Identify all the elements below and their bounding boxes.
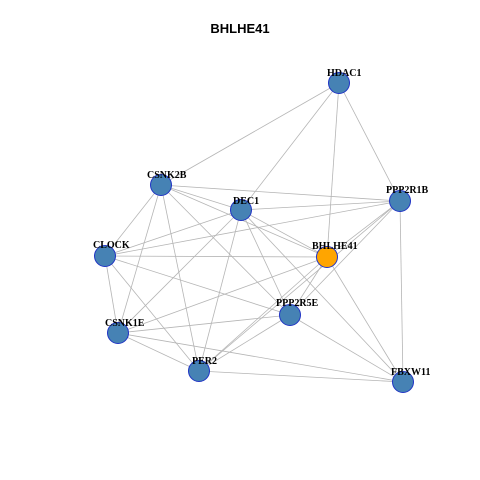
node-clock <box>94 245 116 267</box>
edge-bhlhe41-fbxw11 <box>326 256 404 383</box>
edge-ppp2r1b-clock <box>104 200 401 257</box>
edge-hdac1-ppp2r1b <box>338 82 401 202</box>
edge-csnk2b-bhlhe41 <box>160 184 328 258</box>
node-per2 <box>188 360 210 382</box>
edge-ppp2r1b-bhlhe41 <box>326 200 401 258</box>
edge-dec1-ppp2r1b <box>240 200 401 211</box>
node-label-ppp2r1b: PPP2R1B <box>386 185 429 196</box>
node-label-clock: CLOCK <box>93 240 130 251</box>
edge-ppp2r1b-per2 <box>198 200 401 372</box>
edge-bhlhe41-ppp2r5e <box>289 256 328 316</box>
edge-csnk2b-ppp2r1b <box>160 184 401 202</box>
node-ppp2r1b <box>389 190 411 212</box>
edge-ppp2r5e-csnk1e <box>117 314 291 334</box>
edge-clock-bhlhe41 <box>104 255 328 258</box>
edge-ppp2r1b-ppp2r5e <box>289 200 401 316</box>
edge-dec1-clock <box>104 209 242 257</box>
edge-csnk2b-per2 <box>160 184 200 372</box>
edge-dec1-per2 <box>198 209 242 372</box>
node-ppp2r5e <box>279 304 301 326</box>
edge-csnk2b-clock <box>104 184 162 257</box>
edge-hdac1-csnk2b <box>160 82 340 186</box>
edge-csnk2b-dec1 <box>160 184 242 211</box>
edge-csnk1e-per2 <box>117 332 200 372</box>
node-bhlhe41 <box>316 246 338 268</box>
edge-clock-per2 <box>104 255 200 372</box>
edge-bhlhe41-csnk1e <box>117 256 328 334</box>
edge-ppp2r5e-fbxw11 <box>289 314 404 383</box>
node-csnk1e <box>107 322 129 344</box>
node-label-per2: PER2 <box>192 356 217 367</box>
edge-clock-csnk1e <box>104 255 119 334</box>
edge-per2-fbxw11 <box>198 370 404 383</box>
edge-csnk1e-fbxw11 <box>117 332 404 383</box>
edge-csnk2b-ppp2r5e <box>160 184 291 316</box>
node-label-dec1: DEC1 <box>233 196 259 207</box>
nodes-layer <box>94 72 414 393</box>
edge-csnk2b-csnk1e <box>117 184 162 334</box>
node-fbxw11 <box>392 371 414 393</box>
edges-layer <box>104 82 404 383</box>
edge-ppp2r1b-fbxw11 <box>399 200 404 383</box>
edge-hdac1-bhlhe41 <box>326 82 340 258</box>
edge-ppp2r5e-per2 <box>198 314 291 372</box>
node-label-csnk1e: CSNK1E <box>105 318 145 329</box>
graph-title: BHLHE41 <box>210 21 270 36</box>
node-label-ppp2r5e: PPP2R5E <box>276 298 319 309</box>
edge-dec1-fbxw11 <box>240 209 404 383</box>
node-label-fbxw11: FBXW11 <box>391 367 430 378</box>
edge-dec1-bhlhe41 <box>240 209 328 258</box>
node-csnk2b <box>150 174 172 196</box>
edge-clock-ppp2r5e <box>104 255 291 316</box>
edge-bhlhe41-per2 <box>198 256 328 372</box>
node-dec1 <box>230 199 252 221</box>
node-label-hdac1: HDAC1 <box>327 68 361 79</box>
node-hdac1 <box>328 72 350 94</box>
node-label-bhlhe41: BHLHE41 <box>312 241 358 252</box>
node-label-csnk2b: CSNK2B <box>147 170 187 181</box>
edge-dec1-csnk1e <box>117 209 242 334</box>
edge-hdac1-dec1 <box>240 82 340 211</box>
